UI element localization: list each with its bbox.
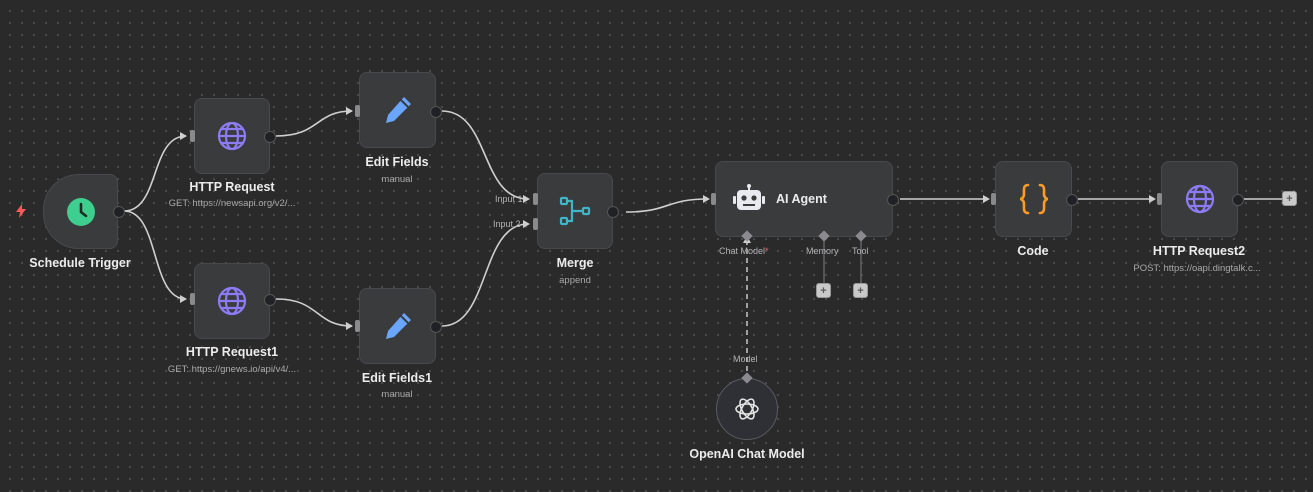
edit-fields-input-handle[interactable] — [355, 105, 360, 117]
arrow-agent — [703, 195, 710, 203]
merge-output-handle[interactable] — [607, 206, 619, 218]
http-request-output-handle[interactable] — [264, 131, 276, 143]
edit-fields1-output-handle[interactable] — [430, 321, 442, 333]
http-request-node[interactable] — [194, 98, 270, 174]
pencil-icon — [385, 313, 411, 339]
http-request2-node[interactable] — [1161, 161, 1238, 237]
schedule-trigger-node[interactable] — [43, 174, 118, 249]
merge-label: Merge — [556, 256, 594, 270]
merge-input1-handle[interactable] — [533, 193, 538, 205]
arrow-edit — [346, 107, 353, 115]
edit-fields-subtitle: manual — [381, 174, 413, 185]
http-request-subtitle: GET: https://newsapi.org/v2/... — [168, 198, 296, 209]
http-request1-node[interactable] — [194, 263, 270, 339]
wire-edit1-to-merge-in2 — [441, 223, 529, 327]
tool-port-label: Tool — [852, 246, 869, 256]
openai-chat-model-node[interactable] — [716, 378, 778, 440]
wire-merge-to-agent — [625, 198, 709, 213]
edit-fields-label: Edit Fields — [365, 155, 429, 169]
arrow-code — [983, 195, 990, 203]
arrow-edit1 — [346, 322, 353, 330]
wire-http-to-edit — [275, 110, 353, 137]
arrow-http2 — [1149, 195, 1156, 203]
openai-icon — [735, 398, 759, 420]
merge-input1-label: Input 1 — [495, 194, 523, 204]
add-memory-button[interactable]: + — [816, 283, 831, 298]
arrow-merge-in2 — [523, 220, 530, 228]
add-tool-button[interactable]: + — [853, 283, 868, 298]
http-request2-subtitle: POST: https://oapi.dingtalk.c... — [1133, 263, 1261, 274]
clock-icon — [66, 197, 95, 226]
merge-input2-handle[interactable] — [533, 218, 538, 230]
globe-icon — [217, 286, 247, 316]
http-request-input-handle[interactable] — [190, 130, 195, 142]
chat-model-port-label: Chat Model* — [719, 246, 769, 256]
arrow-http — [180, 132, 187, 140]
http-request1-subtitle: GET: https://gnews.io/api/v4/... — [167, 364, 297, 375]
code-node[interactable] — [995, 161, 1072, 237]
edit-fields-node[interactable] — [359, 72, 436, 148]
add-next-node-button[interactable]: + — [1282, 191, 1297, 206]
trigger-bolt-icon — [16, 204, 26, 218]
edit-fields1-label: Edit Fields1 — [361, 371, 433, 385]
ai-agent-output-handle[interactable] — [887, 194, 899, 206]
code-output-handle[interactable] — [1066, 194, 1078, 206]
robot-icon — [733, 184, 765, 210]
wire-http1-to-edit1 — [275, 298, 353, 327]
edit-fields1-node[interactable] — [359, 288, 436, 364]
wire-edit-to-merge-in1 — [441, 110, 529, 200]
wire-trigger-to-http1 — [123, 210, 187, 300]
openai-chat-model-label: OpenAI Chat Model — [689, 447, 805, 461]
merge-node[interactable] — [537, 173, 613, 249]
http-request2-output-handle[interactable] — [1232, 194, 1244, 206]
http-request1-output-handle[interactable] — [264, 294, 276, 306]
http-request2-label: HTTP Request2 — [1152, 244, 1246, 258]
ai-agent-input-handle[interactable] — [711, 193, 716, 205]
arrow-merge-in1 — [523, 195, 530, 203]
schedule-trigger-output-handle[interactable] — [113, 206, 125, 218]
schedule-trigger-label: Schedule Trigger — [29, 256, 131, 270]
arrow-http1 — [180, 295, 187, 303]
http-request1-label: HTTP Request1 — [185, 345, 279, 359]
merge-subtitle: append — [559, 275, 591, 286]
http-request-label: HTTP Request — [189, 180, 275, 194]
code-input-handle[interactable] — [991, 193, 996, 205]
merge-input2-label: Input 2 — [493, 219, 521, 229]
globe-icon — [1185, 184, 1214, 214]
pencil-icon — [385, 97, 411, 123]
memory-port-label: Memory — [806, 246, 839, 256]
http-request2-input-handle[interactable] — [1157, 193, 1162, 205]
braces-icon — [1019, 183, 1048, 215]
http-request1-input-handle[interactable] — [190, 293, 195, 305]
edit-fields-output-handle[interactable] — [430, 106, 442, 118]
edit-fields1-input-handle[interactable] — [355, 320, 360, 332]
ai-agent-node[interactable] — [715, 161, 893, 237]
edit-fields1-subtitle: manual — [381, 389, 413, 400]
ai-agent-label: AI Agent — [776, 192, 827, 206]
code-label: Code — [1017, 244, 1049, 258]
merge-icon — [559, 196, 591, 226]
model-connector-label: Model — [733, 354, 758, 364]
globe-icon — [217, 121, 247, 151]
